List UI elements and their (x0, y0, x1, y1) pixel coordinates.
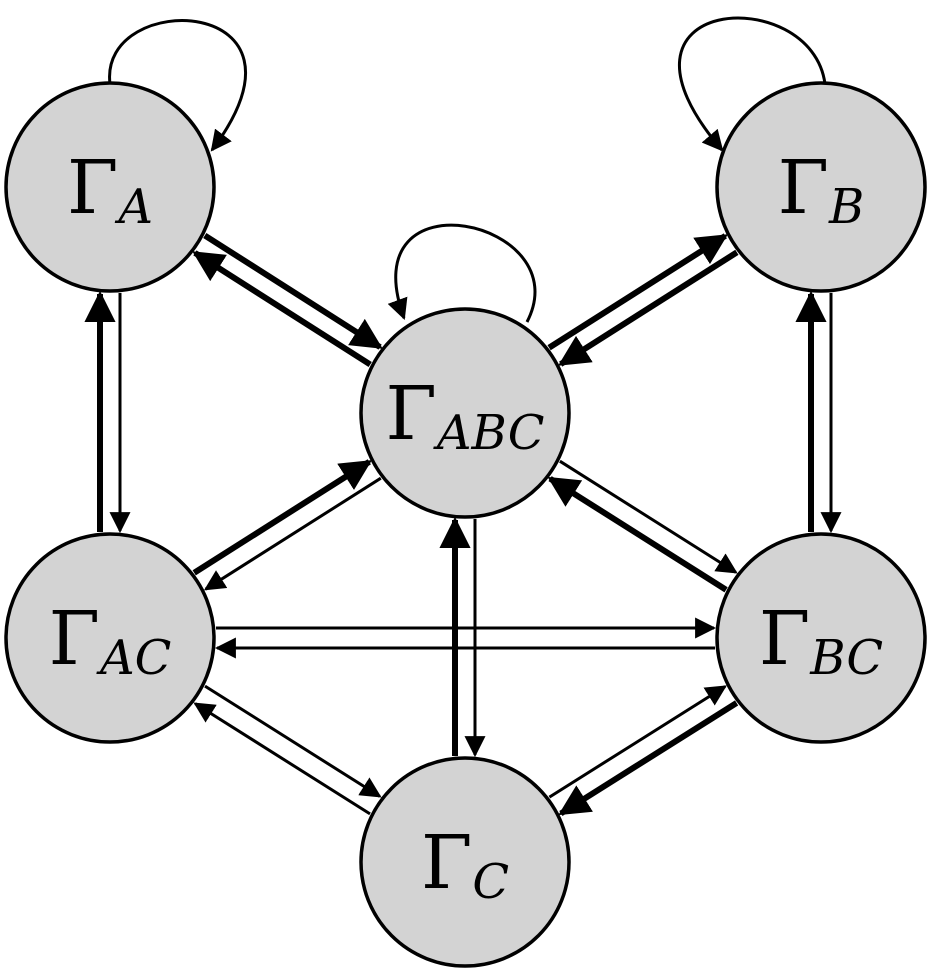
gamma-symbol: Γ (778, 145, 829, 231)
node-circle (715, 532, 927, 744)
gamma-symbol: Γ (49, 596, 100, 682)
node-gamma-ac: ΓAC (4, 532, 216, 744)
edge-abc-to-bc (559, 459, 738, 574)
node-subscript: BC (809, 630, 883, 686)
node-gamma-c: ΓC (359, 756, 571, 968)
edge-c-to-bc (548, 685, 727, 799)
node-label: ΓAC (49, 596, 172, 686)
node-label: ΓC (421, 820, 509, 910)
node-circle (4, 532, 216, 744)
edge-bc-to-abc (547, 476, 728, 593)
node-circle (359, 307, 571, 519)
node-label: ΓABC (386, 371, 545, 461)
self-loop-abc (387, 223, 537, 323)
node-gamma-b: ΓB (715, 81, 927, 293)
node-gamma-bc: ΓBC (715, 532, 927, 744)
node-gamma-a: ΓA (4, 81, 216, 293)
node-label: ΓB (778, 145, 865, 235)
node-subscript: C (472, 854, 509, 910)
edge-abc-to-a (192, 250, 372, 368)
edge-bc-to-c (558, 700, 739, 817)
edge-b-to-abc (558, 249, 739, 367)
edge-c-to-ac (193, 702, 371, 816)
edge-ac-to-abc (192, 459, 372, 576)
gamma-symbol: Γ (67, 145, 118, 231)
node-subscript: AC (96, 630, 171, 686)
edge-ac-to-c (204, 684, 382, 798)
node-subscript: ABC (433, 405, 545, 461)
self-loop-a (108, 19, 247, 152)
gamma-symbol: Γ (421, 820, 472, 906)
edge-abc-to-ac (203, 476, 382, 591)
node-circle (715, 81, 927, 293)
node-label: ΓA (67, 145, 153, 235)
node-subscript: B (828, 179, 864, 235)
gamma-symbol: Γ (386, 371, 437, 457)
edges-layer (84, 232, 842, 817)
edge-abc-to-b (547, 233, 728, 351)
self-loops-layer (108, 16, 827, 323)
gamma-symbol: Γ (759, 596, 810, 682)
node-gamma-abc: ΓABC (359, 307, 571, 519)
edge-a-to-abc (203, 232, 383, 350)
self-loop-b (678, 16, 827, 152)
node-subscript: A (114, 179, 153, 235)
node-circle (4, 81, 216, 293)
node-label: ΓBC (759, 596, 883, 686)
node-circle (359, 756, 571, 968)
